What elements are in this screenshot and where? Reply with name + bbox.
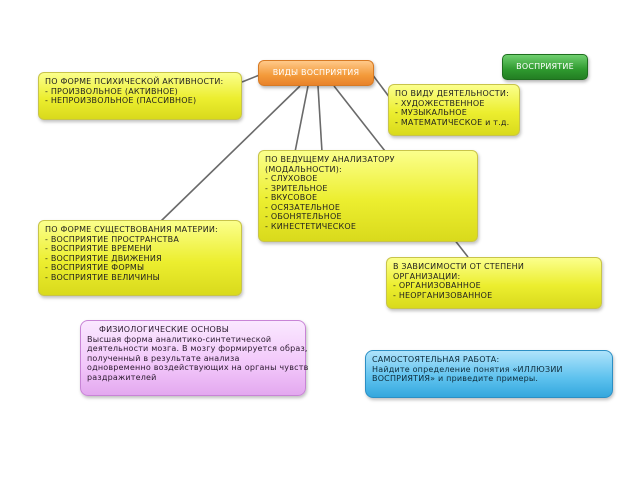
center-node-label: ВИДЫ ВОСПРИЯТИЯ	[272, 68, 360, 78]
node-text-line: ПО ВЕДУЩЕМУ АНАЛИЗАТОРУ	[265, 155, 395, 164]
node-activity-type: ПО ВИДУ ДЕЯТЕЛЬНОСТИ: - ХУДОЖЕСТВЕННОЕ -…	[388, 84, 520, 136]
node-text-line: - ОСЯЗАТЕЛЬНОЕ	[265, 202, 341, 212]
node-text-line: - НЕПРОИЗВОЛЬНОЕ (ПАССИВНОЕ)	[45, 96, 197, 105]
node-text-line: В ЗАВИСИМОСТИ ОТ СТЕПЕНИ	[393, 262, 524, 271]
node-text-line: одновременно воздействующих на органы чу…	[87, 363, 309, 372]
node-organization-degree: В ЗАВИСИМОСТИ ОТ СТЕПЕНИ ОРГАНИЗАЦИИ: - …	[386, 257, 602, 309]
node-text-line: - ВОСПРИЯТИЕ ВРЕМЕНИ	[45, 244, 152, 253]
node-text-line: - КИНЕСТЕТИЧЕСКОЕ	[265, 221, 357, 231]
node-text-line: ВОСПРИЯТИЯ» и приведите примеры.	[372, 374, 539, 383]
physiology-note-title: ФИЗИОЛОГИЧЕСКИЕ ОСНОВЫ	[99, 325, 229, 334]
node-text-line: - НЕОРГАНИЗОВАННОЕ	[393, 290, 493, 300]
connector-analyzer-1	[294, 85, 309, 153]
node-text-line: Найдите определение понятия «ИЛЛЮЗИИ	[372, 364, 563, 374]
node-text-line: - ВОСПРИЯТИЕ ФОРМЫ	[45, 263, 145, 272]
node-text-line: - ВОСПРИЯТИЕ ПРОСТРАНСТВА	[45, 234, 180, 244]
node-text-line: - ХУДОЖЕСТВЕННОЕ	[395, 98, 485, 108]
node-text-line: - ВОСПРИЯТИЕ ВЕЛИЧИНЫ	[45, 272, 160, 282]
node-matter-form: ПО ФОРМЕ СУЩЕСТВОВАНИЯ МАТЕРИИ: - ВОСПРИ…	[38, 220, 242, 296]
topic-badge-label: ВОСПРИЯТИЕ	[516, 62, 574, 72]
topic-badge: ВОСПРИЯТИЕ	[502, 54, 588, 80]
node-text-line: - ВОСПРИЯТИЕ ДВИЖЕНИЯ	[45, 253, 162, 263]
node-text-line: деятельности мозга. В мозгу формируется …	[87, 344, 308, 353]
node-text-line: - ОБОНЯТЕЛЬНОЕ	[265, 212, 342, 221]
node-text-line: - ВКУСОВОЕ	[265, 193, 318, 202]
node-leading-analyzer: ПО ВЕДУЩЕМУ АНАЛИЗАТОРУ (МОДАЛЬНОСТИ): -…	[258, 150, 478, 242]
node-text-line: - СЛУХОВОЕ	[265, 174, 318, 183]
node-text-line: полученный в результате анализа	[87, 353, 240, 363]
physiology-note: ФИЗИОЛОГИЧЕСКИЕ ОСНОВЫ Высшая форма анал…	[80, 320, 309, 396]
connector-purpose	[371, 73, 391, 99]
independent-work-note: САМОСТОЯТЕЛЬНАЯ РАБОТА: Найдите определе…	[365, 350, 613, 398]
center-node: ВИДЫ ВОСПРИЯТИЯ	[258, 60, 374, 86]
node-text-line: - ЗРИТЕЛЬНОЕ	[265, 183, 328, 193]
connector-analyzer-2	[317, 85, 323, 153]
node-text-line: Высшая форма аналитико-синтетической	[87, 334, 272, 344]
node-activity-form: ПО ФОРМЕ ПСИХИЧЕСКОЙ АКТИВНОСТИ: - ПРОИЗ…	[38, 72, 242, 120]
node-text-line: - МАТЕМАТИЧЕСКОЕ и т.д.	[395, 117, 510, 127]
connector-matter	[159, 85, 301, 223]
node-text-line: - МУЗЫКАЛЬНОЕ	[395, 108, 468, 117]
independent-work-title: САМОСТОЯТЕЛЬНАЯ РАБОТА:	[372, 355, 500, 364]
node-text-line: - ОРГАНИЗОВАННОЕ	[393, 281, 481, 290]
node-text-line: - ПРОИЗВОЛЬНОЕ (АКТИВНОЕ)	[45, 86, 178, 96]
node-text-line: (МОДАЛЬНОСТИ):	[265, 164, 342, 174]
node-text-line: ОРГАНИЗАЦИИ:	[393, 271, 461, 281]
node-text-line: ПО ФОРМЕ ПСИХИЧЕСКОЙ АКТИВНОСТИ:	[45, 77, 224, 86]
node-text-line: ПО ФОРМЕ СУЩЕСТВОВАНИЯ МАТЕРИИ:	[45, 225, 218, 234]
node-text-line: раздражителей	[87, 372, 157, 382]
node-text-line: ПО ВИДУ ДЕЯТЕЛЬНОСТИ:	[395, 89, 509, 98]
